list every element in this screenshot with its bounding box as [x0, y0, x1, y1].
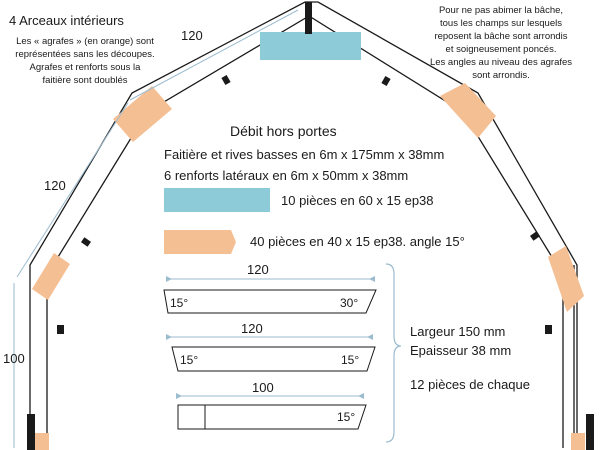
dim-label-mid-left: 120 — [44, 178, 66, 193]
center-line-1: Faitière et rives basses en 6m x 175mm x… — [164, 147, 444, 162]
dim-label-upper-left: 120 — [181, 28, 203, 43]
svg-text:Les « agrafes » (en orange) so: Les « agrafes » (en orange) sont — [16, 36, 154, 47]
base-left — [27, 414, 35, 450]
arch-clips — [32, 83, 585, 450]
center-heading: Débit hors portes — [230, 123, 337, 139]
piece-1-length: 120 — [247, 262, 269, 277]
svg-text:reposent la bâche sont arrondi: reposent la bâche sont arrondis — [434, 31, 567, 42]
spec-thickness: Epaisseur 38 mm — [410, 343, 511, 358]
svg-text:tous les champs sur lesquels: tous les champs sur lesquels — [440, 18, 562, 29]
legend-orange-swatch — [164, 230, 236, 254]
reinforcements — [27, 75, 594, 450]
dim-line-upper-left — [129, 9, 299, 101]
page-title: 4 Arceaux intérieurs — [9, 13, 124, 28]
svg-text:Agrafes et renforts sous la: Agrafes et renforts sous la — [30, 62, 142, 73]
clip-mid-right — [548, 246, 584, 312]
ridge-piece — [260, 32, 361, 60]
piece-1-shape — [163, 289, 377, 314]
piece-3-right-angle: 15° — [337, 410, 355, 424]
svg-text:Pour ne pas abimer la bâche,: Pour ne pas abimer la bâche, — [439, 5, 563, 16]
svg-text:faitière sont doublés: faitière sont doublés — [42, 75, 127, 86]
piece-1-left-angle: 15° — [170, 296, 188, 310]
dim-line-mid-left — [16, 102, 129, 278]
clip-upper-right — [440, 83, 496, 138]
base-right — [586, 414, 594, 450]
piece-3-shape — [177, 404, 367, 430]
piece-2: 120 15° 15° — [166, 321, 376, 372]
piece-2-left-angle: 15° — [180, 353, 198, 367]
spec-width: Largeur 150 mm — [410, 324, 505, 339]
svg-text:et soigneusement poncés.: et soigneusement poncés. — [446, 44, 557, 55]
piece-3-length: 100 — [252, 380, 274, 395]
svg-text:sont arrondis.: sont arrondis. — [472, 70, 530, 81]
left-note: Les « agrafes » (en orange) sont représe… — [15, 36, 154, 86]
legend-blue-swatch — [164, 188, 270, 212]
dimension-lines — [13, 9, 299, 448]
pieces-brace — [385, 263, 402, 443]
spec-count: 12 pièces de chaque — [410, 377, 530, 392]
ridge-post — [305, 2, 312, 34]
clip-bottom-left — [35, 433, 49, 450]
svg-text:Les angles au niveau des agraf: Les angles au niveau des agrafes — [430, 57, 572, 68]
svg-text:représentées sans les découpes: représentées sans les découpes. — [15, 49, 154, 60]
piece-1-right-angle: 30° — [340, 296, 358, 310]
piece-2-right-angle: 15° — [341, 353, 359, 367]
piece-2-length: 120 — [241, 321, 263, 336]
center-line-2: 6 renforts latéraux en 6m x 50mm x 38mm — [164, 168, 408, 183]
legend-orange-label: 40 pièces en 40 x 15 ep38. angle 15° — [250, 234, 465, 249]
dim-label-lower-left: 100 — [3, 351, 25, 366]
legend-blue-label: 10 pièces en 60 x 15 ep38 — [281, 193, 434, 208]
clip-upper-left — [113, 86, 172, 142]
clip-bottom-right — [571, 433, 585, 450]
piece-3: 100 15° — [176, 380, 367, 430]
piece-2-shape — [171, 346, 376, 372]
right-note: Pour ne pas abimer la bâche, tous les ch… — [430, 5, 572, 81]
clip-mid-left — [32, 253, 70, 300]
piece-1: 120 15° 30° — [163, 262, 377, 314]
